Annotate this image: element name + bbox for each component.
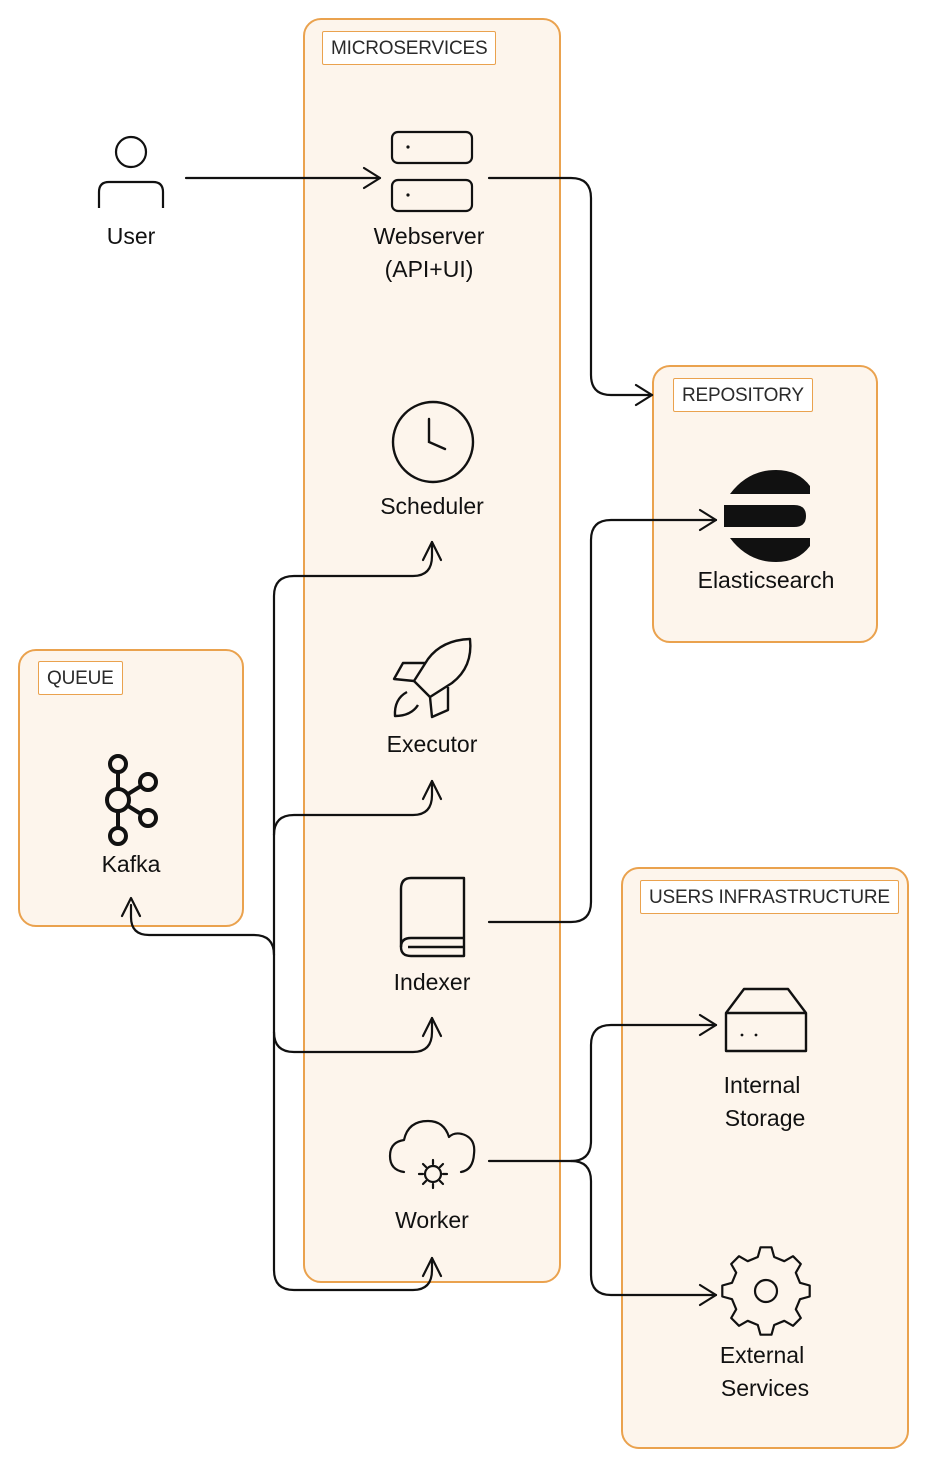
kafka-label: Kafka [101, 851, 161, 877]
group-queue-label: QUEUE [38, 661, 123, 695]
arrowhead-indexer [421, 1016, 443, 1038]
arrowhead-elasticsearch [698, 508, 718, 532]
scheduler-label: Scheduler [380, 493, 484, 519]
webserver-label-line1: Webserver [373, 223, 485, 249]
arrowhead-webserver [362, 166, 382, 190]
group-microservices-label: MICROSERVICES [322, 31, 497, 65]
rocket-icon [392, 637, 472, 719]
arrowhead-executor [421, 779, 443, 801]
external-services-label-line1: External [719, 1342, 805, 1368]
internal-storage-label-line1: Internal [723, 1072, 801, 1098]
elasticsearch-logo-icon [724, 470, 810, 562]
webserver-label-line2: (API+UI) [384, 256, 474, 282]
group-queue [18, 649, 244, 927]
cloud-gear-icon [388, 1119, 476, 1190]
edge-bus-executor [272, 779, 434, 837]
arrowhead-repository [634, 383, 654, 407]
executor-label: Executor [386, 731, 478, 757]
indexer-label: Indexer [393, 969, 471, 995]
server-icon [390, 130, 474, 213]
edge-bus-scheduler [272, 540, 434, 957]
elasticsearch-label: Elasticsearch [697, 567, 835, 593]
arrowhead-scheduler [421, 540, 443, 562]
user-label: User [106, 223, 156, 249]
edge-kafka-bus [129, 903, 434, 1292]
gear-icon [721, 1246, 811, 1336]
external-services-label-line2: Services [720, 1375, 810, 1401]
kafka-logo-icon [105, 754, 158, 846]
arrowhead-internal-storage [698, 1013, 718, 1037]
edge-worker-external-services [569, 1159, 718, 1297]
clock-icon [391, 400, 475, 484]
internal-storage-label-line2: Storage [724, 1105, 806, 1131]
edge-worker-internal-storage [487, 1023, 718, 1163]
edge-indexer-elasticsearch [487, 518, 718, 924]
arrowhead-worker [421, 1256, 443, 1278]
edge-webserver-repository [487, 176, 654, 397]
book-icon [399, 876, 466, 958]
group-users-infrastructure-label: USERS INFRASTRUCTURE [640, 880, 899, 914]
worker-label: Worker [395, 1207, 469, 1233]
person-icon [97, 135, 165, 208]
arrowhead-external-services [698, 1283, 718, 1307]
group-repository-label: REPOSITORY [673, 378, 813, 412]
storage-drive-icon [724, 987, 808, 1053]
arrowhead-kafka [120, 896, 142, 918]
group-microservices [303, 18, 561, 1283]
edge-bus-indexer [272, 1016, 434, 1054]
group-users-infrastructure [621, 867, 909, 1449]
